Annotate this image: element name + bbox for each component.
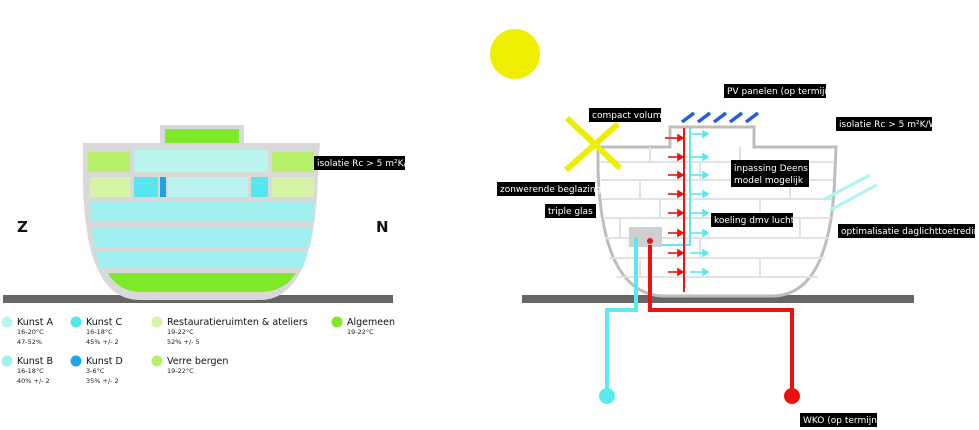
legend-title: Kunst D <box>86 356 123 367</box>
left-kunst-c-1 <box>134 177 158 197</box>
technical-room <box>629 227 662 247</box>
triple-label: triple glas <box>548 207 593 217</box>
wko-label-bg <box>800 413 877 427</box>
legend-title: Kunst B <box>17 356 53 367</box>
daylight-rays-icon <box>822 173 878 212</box>
legend-item-algemeen: Algemeen 19-22°C <box>331 316 395 336</box>
legend-title: Kunst A <box>17 317 53 328</box>
legend-item-verre-bergen: Verre bergen 19-22°C <box>151 355 228 375</box>
legend: Kunst A 16-20°C 47-52% Kunst B 16-18°C 4… <box>1 316 395 385</box>
warm-pipe-end <box>647 238 653 244</box>
right-insulation-label: isolatie Rc > 5 m²K/W <box>839 120 937 130</box>
warm-air-arrows <box>665 133 685 277</box>
left-insulation-label-bg <box>314 156 405 170</box>
legend-swatch <box>331 316 343 328</box>
left-verre-bergen-2 <box>272 152 314 172</box>
pv-label: PV panelen (op termijn) <box>727 87 834 97</box>
left-kunst-d <box>160 177 166 197</box>
cold-air-riser <box>662 128 691 246</box>
warm-ground-pipe <box>648 245 794 395</box>
legend-swatch <box>70 316 82 328</box>
koeling-label: koeling dmv lucht <box>714 216 795 226</box>
legend-title: Kunst C <box>86 317 122 328</box>
legend-line1: 3-6°C <box>86 367 105 375</box>
left-kunst-a-2 <box>168 177 248 197</box>
left-kunst-b-1 <box>90 202 314 222</box>
deens-label-line2: model mogelijk <box>734 176 804 186</box>
legend-line2: 52% +/- 5 <box>167 338 200 346</box>
legend-swatch <box>70 355 82 367</box>
left-building-section: isolatie Rc > 5 m²K/W Z N <box>3 125 415 303</box>
legend-line2: 35% +/- 2 <box>86 377 119 385</box>
legend-item-kunst-b: Kunst B 16-18°C 40% +/- 2 <box>1 355 53 385</box>
daglicht-label-bg <box>838 224 975 238</box>
direction-south: Z <box>17 218 28 236</box>
wko-label: WKO (op termijn) <box>803 416 880 426</box>
legend-line2: 45% +/- 2 <box>86 338 119 346</box>
left-kunst-c-2 <box>251 177 268 197</box>
left-kunst-b-3 <box>95 252 308 268</box>
left-kunst-b-2 <box>92 227 312 247</box>
cold-air-arrows <box>690 129 710 277</box>
legend-swatch <box>1 355 13 367</box>
zonwering-label: zonwerende beglazing <box>500 185 601 195</box>
legend-line1: 19-22°C <box>347 328 374 336</box>
legend-title: Verre bergen <box>167 356 228 367</box>
koeling-label-bg <box>711 213 793 227</box>
legend-swatch <box>151 355 163 367</box>
left-kunst-a-top <box>134 150 268 172</box>
cold-ground-pipe <box>605 237 638 395</box>
legend-item-kunst-a: Kunst A 16-20°C 47-52% <box>1 316 53 346</box>
legend-item-kunst-d: Kunst D 3-6°C 35% +/- 2 <box>70 355 123 385</box>
right-building-section: PV panelen (op termijn) compact volume i… <box>490 29 979 427</box>
legend-line2: 40% +/- 2 <box>17 377 50 385</box>
daglicht-label: optimalisatie daglichttoetreding <box>841 227 979 237</box>
right-hull <box>596 125 838 298</box>
legend-line1: 16-18°C <box>17 367 44 375</box>
legend-line1: 16-20°C <box>17 328 44 336</box>
left-verre-bergen-1 <box>88 152 130 172</box>
legend-title: Restauratieruimten & ateliers <box>167 317 308 328</box>
legend-item-ateliers: Restauratieruimten & ateliers 19-22°C 52… <box>151 316 308 346</box>
legend-line2: 47-52% <box>17 338 42 346</box>
sun-shading-icon <box>564 115 623 173</box>
legend-item-kunst-c: Kunst C 16-18°C 45% +/- 2 <box>70 316 122 346</box>
legend-title: Algemeen <box>347 317 395 328</box>
pv-label-bg <box>724 84 826 98</box>
right-insulation-label-bg <box>836 117 932 131</box>
deens-label-bg <box>731 160 809 187</box>
legend-swatch <box>1 316 13 328</box>
sun-icon <box>490 29 540 79</box>
triple-label-bg <box>545 204 596 218</box>
left-ateliers-1 <box>90 177 130 197</box>
legend-line1: 19-22°C <box>167 328 194 336</box>
deens-label-line1: inpassing Deens <box>734 164 808 174</box>
left-ateliers-2 <box>272 177 314 197</box>
left-algemeen-bottom <box>108 273 296 292</box>
legend-swatch <box>151 316 163 328</box>
legend-line1: 19-22°C <box>167 367 194 375</box>
legend-line1: 16-18°C <box>86 328 113 336</box>
compact-label-bg <box>589 108 661 122</box>
direction-north: N <box>376 218 389 236</box>
cold-source-node <box>599 388 615 404</box>
right-ground <box>522 295 914 303</box>
compact-label: compact volume <box>592 111 668 121</box>
pv-panels-icon <box>680 111 760 124</box>
left-insulation-label: isolatie Rc > 5 m²K/W <box>317 159 415 169</box>
warm-source-node <box>784 388 800 404</box>
zonwering-label-bg <box>497 182 595 196</box>
left-roof-algemeen <box>165 129 239 145</box>
